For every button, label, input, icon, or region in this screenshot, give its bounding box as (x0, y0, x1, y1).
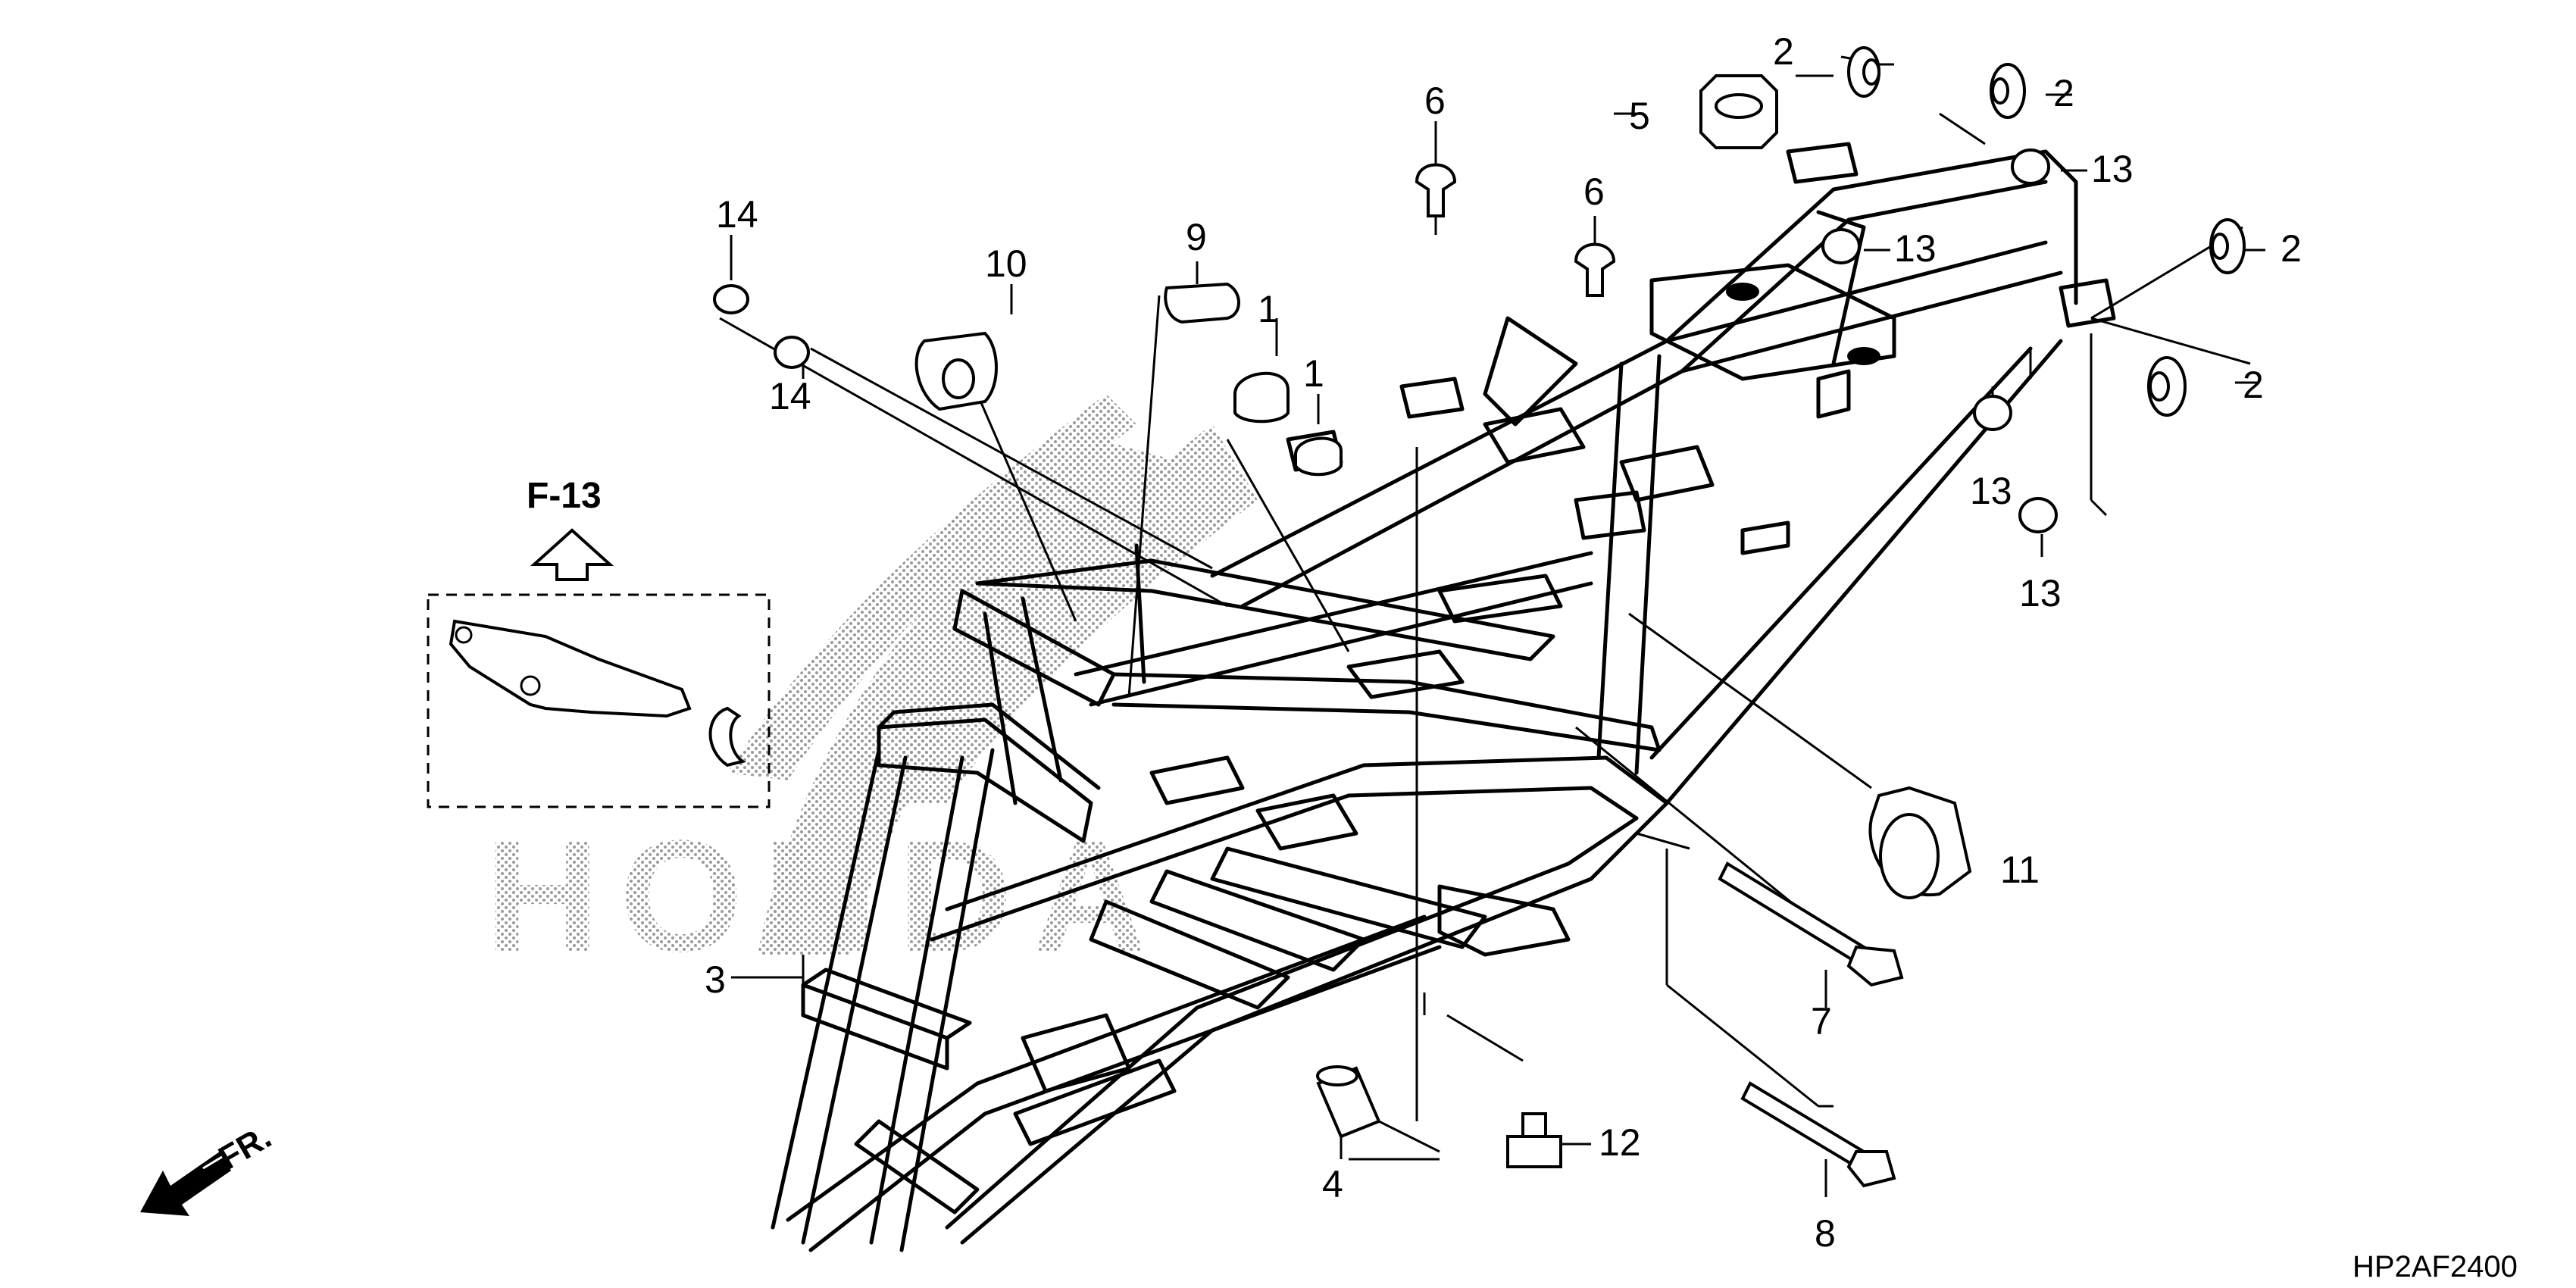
callout-1: 1 (1258, 288, 1279, 330)
callout-3: 3 (705, 958, 726, 1001)
section-ref-label: F-13 (527, 476, 602, 516)
callout-5: 5 (1629, 95, 1650, 137)
ring-holder-part (1868, 786, 1972, 899)
diagram-reference-code: HP2AF2400 (2352, 1250, 2518, 1283)
callout-12: 12 (1599, 1121, 1641, 1164)
callout-2: 2 (2053, 72, 2074, 114)
flange-nut-part (2018, 497, 2058, 533)
bracket-part (449, 619, 692, 718)
callout-4: 4 (1322, 1163, 1343, 1205)
callout-10: 10 (985, 242, 1027, 285)
cap-part (1294, 436, 1343, 477)
callout-13: 13 (1970, 470, 2012, 512)
front-direction-indicator: FR. (140, 1118, 277, 1216)
grommet-part (1847, 46, 1894, 98)
callout-7: 7 (1811, 1000, 1832, 1043)
bolt-part (1506, 1112, 1562, 1168)
clip-part (1574, 242, 1616, 297)
callout-13: 13 (2019, 572, 2062, 614)
inset-box (427, 593, 771, 808)
collar-part (1316, 1065, 1381, 1139)
callout-6: 6 (1583, 170, 1605, 213)
cap-part (1233, 371, 1290, 424)
parts (713, 46, 2246, 1188)
leader-lines (719, 55, 2265, 1197)
front-arrow-icon (140, 1152, 231, 1216)
holder-part (914, 331, 998, 411)
clamp-part (1164, 282, 1240, 324)
callout-2: 2 (2243, 364, 2264, 406)
flange-nut-part (1973, 395, 2012, 431)
watermark-text: HONDA (485, 807, 1167, 985)
grommet-part (2147, 356, 2187, 417)
clip-part (1415, 163, 1457, 217)
callout-13: 13 (1894, 227, 1937, 270)
callout-labels: 1 1 2 2 2 2 3 4 5 6 6 7 8 9 10 11 12 13 … (705, 30, 2302, 1255)
callout-2: 2 (1773, 30, 1794, 73)
callout-1: 1 (1303, 352, 1324, 395)
callout-14: 14 (716, 193, 758, 236)
callout-14: 14 (769, 375, 811, 417)
callout-6: 6 (1424, 80, 1446, 122)
callout-9: 9 (1186, 216, 1207, 258)
up-arrow-icon (530, 528, 614, 581)
section-reference: F-13 (427, 476, 771, 808)
bolt-part (1740, 1081, 1896, 1188)
main-frame (771, 142, 2116, 1252)
grommet-part (2209, 218, 2246, 274)
callout-13: 13 (2091, 148, 2134, 190)
callout-8: 8 (1815, 1212, 1836, 1255)
flange-nut-part (1821, 228, 1861, 264)
nut-part (774, 336, 810, 369)
nut-part (713, 284, 749, 314)
grommet-part (1990, 63, 2026, 119)
callout-2: 2 (2281, 227, 2302, 270)
callout-11: 11 (2000, 849, 2040, 891)
flange-nut-part (2011, 148, 2050, 185)
bolt-part (1718, 861, 1904, 987)
nut-part (1699, 74, 1778, 149)
